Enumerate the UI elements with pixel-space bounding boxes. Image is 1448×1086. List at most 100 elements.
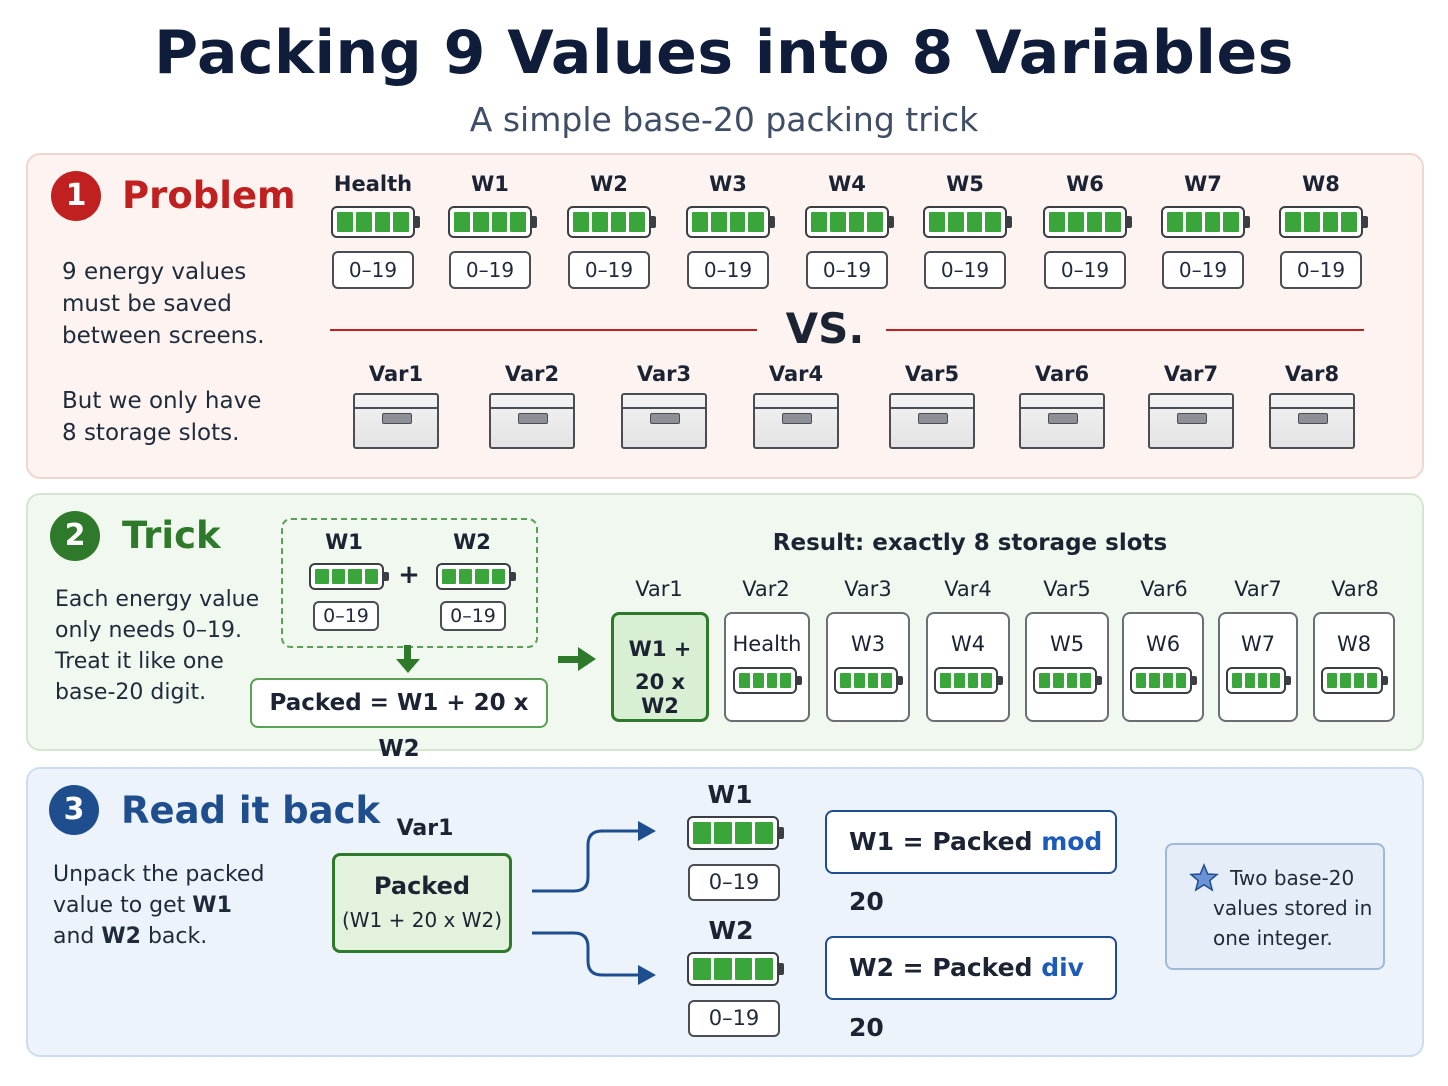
battery-icon — [567, 206, 656, 238]
desc-line: must be saved — [62, 291, 232, 317]
desc-text: back. — [140, 924, 208, 949]
read-description: Unpack the packed value to get W1 and W2… — [53, 859, 264, 952]
var-label: Var1 — [368, 362, 424, 386]
desc-text: and — [53, 924, 102, 949]
trick-description: Each energy value only needs 0–19. Treat… — [55, 584, 259, 708]
range-badge: 0–19 — [688, 864, 780, 901]
formula-text: 20 — [849, 1013, 884, 1042]
read-number-badge: 3 — [49, 785, 99, 835]
battery-icon — [923, 206, 1012, 238]
result-title: Result: exactly 8 storage slots — [772, 530, 1168, 556]
battery-icon — [1043, 206, 1132, 238]
slot-label: W5 — [1049, 632, 1085, 656]
slot-label: W4 — [950, 632, 986, 656]
var-label: Var5 — [904, 362, 960, 386]
var-label: Var3 — [844, 577, 892, 601]
storage-box-icon — [489, 393, 575, 449]
trick-title: Trick — [122, 514, 221, 557]
battery-icon — [733, 667, 802, 694]
range-badge: 0–19 — [806, 251, 888, 289]
var-label: Var3 — [636, 362, 692, 386]
read-title: Read it back — [121, 789, 381, 832]
formula-text: W2 = Packed — [849, 953, 1042, 982]
battery-icon — [1161, 206, 1250, 238]
desc-bold: W1 — [192, 893, 232, 918]
arrow-down-icon — [396, 645, 420, 673]
slot-label: W6 — [1145, 632, 1181, 656]
value-label: W3 — [709, 172, 747, 196]
desc-line: 8 storage slots. — [62, 420, 240, 446]
trick-w2-label: W2 — [453, 530, 491, 554]
trick-w1-label: W1 — [325, 530, 363, 554]
range-badge: 0–19 — [313, 601, 379, 631]
battery-icon — [686, 206, 775, 238]
var1-line2: 20 x W2 — [634, 670, 686, 718]
packed-subtitle: (W1 + 20 x W2) — [341, 908, 503, 932]
problem-description-2: But we only have 8 storage slots. — [62, 385, 261, 449]
trick-number-badge: 2 — [50, 511, 100, 561]
storage-box-icon — [1269, 393, 1355, 449]
var1-line1: W1 + — [628, 637, 692, 661]
arrow-right-icon — [558, 647, 596, 671]
battery-icon — [687, 952, 784, 986]
page-title: Packing 9 Values into 8 Variables — [154, 18, 1294, 88]
packed-card: Packed (W1 + 20 x W2) — [332, 853, 512, 953]
battery-icon — [834, 667, 903, 694]
read-w2-label: W2 — [708, 916, 754, 945]
range-badge: 0–19 — [440, 601, 506, 631]
range-badge: 0–19 — [1280, 251, 1362, 289]
var-label: Var1 — [635, 577, 683, 601]
desc-line: only needs 0–19. — [55, 618, 242, 643]
battery-icon — [1279, 206, 1368, 238]
problem-description: 9 energy values must be saved between sc… — [62, 256, 265, 352]
note-card: Two base-20 values stored in one integer… — [1165, 843, 1385, 970]
value-label: W7 — [1184, 172, 1222, 196]
read-w1-label: W1 — [707, 780, 753, 809]
var-label: Var6 — [1140, 577, 1188, 601]
desc-line: 9 energy values — [62, 259, 247, 285]
storage-box-icon — [753, 393, 839, 449]
range-badge: 0–19 — [449, 251, 531, 289]
value-label: W1 — [471, 172, 509, 196]
divider-left — [330, 329, 757, 331]
desc-line: and W2 back. — [53, 921, 264, 952]
storage-box-icon — [1148, 393, 1234, 449]
storage-box-icon — [621, 393, 707, 449]
w2-div-formula: W2 = Packed div 20 — [825, 936, 1117, 1042]
var-label: Var4 — [944, 577, 992, 601]
var1-packed-card: W1 + 20 x W2 — [611, 612, 709, 722]
var-label: Var8 — [1331, 577, 1379, 601]
battery-icon — [448, 206, 537, 238]
range-badge: 0–19 — [924, 251, 1006, 289]
problem-title: Problem — [122, 174, 296, 217]
slot-label: Health — [732, 632, 802, 656]
desc-line: But we only have — [62, 388, 262, 414]
var-label: Var5 — [1043, 577, 1091, 601]
range-badge: 0–19 — [688, 1000, 780, 1037]
value-label: W6 — [1066, 172, 1104, 196]
desc-bold: W2 — [101, 924, 141, 949]
battery-icon — [1033, 667, 1102, 694]
desc-line: Unpack the packed — [53, 862, 265, 887]
range-badge: 0–19 — [1044, 251, 1126, 289]
range-badge: 0–19 — [1162, 251, 1244, 289]
desc-line: base-20 digit. — [55, 680, 207, 705]
split-arrows-icon — [532, 821, 656, 985]
range-badge: 0–19 — [332, 251, 414, 289]
problem-number-badge: 1 — [51, 171, 101, 221]
battery-icon — [436, 563, 516, 590]
w1-mod-formula: W1 = Packed mod 20 — [825, 810, 1117, 916]
formula-text: 20 — [849, 887, 884, 916]
desc-text: value to get — [53, 893, 193, 918]
battery-icon — [1130, 667, 1197, 694]
formula-keyword: div — [1041, 953, 1084, 982]
battery-icon — [331, 206, 420, 238]
var-label: Var6 — [1034, 362, 1090, 386]
var-label: Var7 — [1234, 577, 1282, 601]
formula-text: W1 = Packed — [849, 827, 1042, 856]
var-label: Var7 — [1163, 362, 1219, 386]
vs-label: VS. — [785, 304, 865, 353]
divider-right — [886, 329, 1364, 331]
packed-title: Packed — [373, 872, 471, 900]
storage-box-icon — [1019, 393, 1105, 449]
